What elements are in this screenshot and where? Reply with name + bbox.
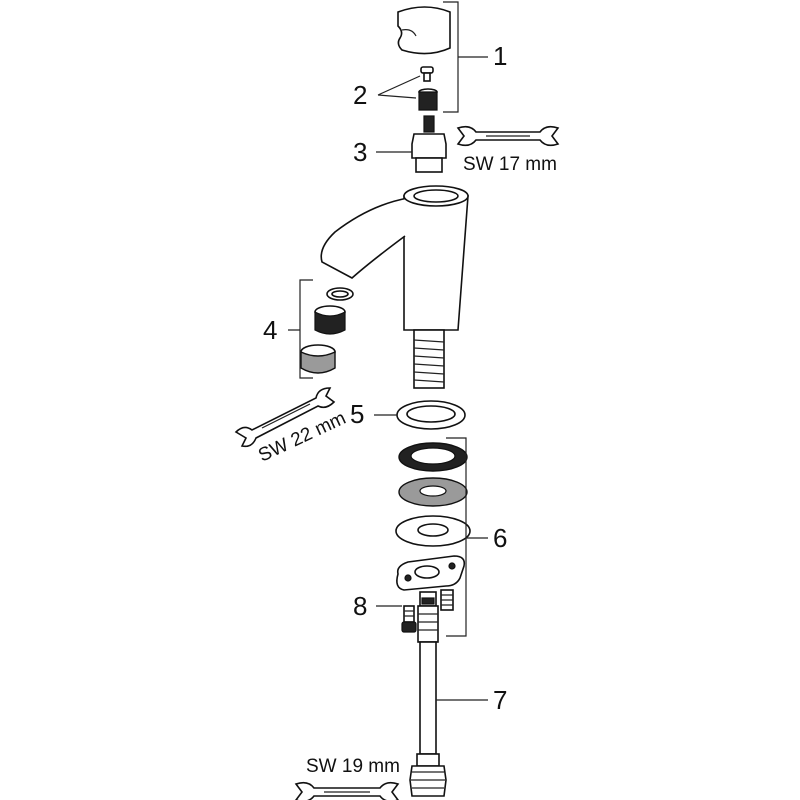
insert-adapter [418, 88, 438, 111]
plain-washer [395, 515, 471, 547]
stud-bolt-left [401, 605, 417, 633]
label-8: 8 [353, 591, 367, 621]
label-3: 3 [353, 137, 367, 167]
wrench-sw22-icon [234, 387, 336, 448]
mounting-bolt-right [440, 589, 454, 611]
wrench-sw22-label: SW 22 mm [255, 408, 349, 467]
mounting-plate [396, 555, 466, 591]
wrench-sw19-icon [294, 781, 400, 800]
label-6: 6 [493, 523, 507, 553]
wrench-sw17-icon [456, 125, 560, 147]
leader-line-4 [288, 279, 313, 379]
label-2: 2 [353, 80, 367, 110]
label-1: 1 [493, 41, 507, 71]
rubber-seal-ring [398, 442, 468, 472]
wrench-sw19-label: SW 19 mm [306, 756, 400, 777]
ring-washer-5 [396, 400, 466, 430]
leader-line-6 [446, 437, 488, 637]
handle-cap [397, 6, 451, 55]
aerator-insert [314, 305, 346, 335]
aerator-housing [300, 344, 336, 374]
valve-cartridge [411, 115, 447, 173]
label-7: 7 [493, 685, 507, 715]
wrench-sw17-label: SW 17 mm [463, 154, 557, 175]
leader-line-2 [377, 75, 421, 99]
grey-washer [398, 477, 468, 507]
aerator-washer [326, 287, 354, 301]
label-5: 5 [350, 399, 364, 429]
supply-hose [409, 591, 447, 797]
faucet-body [320, 185, 469, 389]
screw-small [420, 66, 434, 82]
leader-line-1 [443, 1, 488, 113]
label-4: 4 [263, 315, 277, 345]
